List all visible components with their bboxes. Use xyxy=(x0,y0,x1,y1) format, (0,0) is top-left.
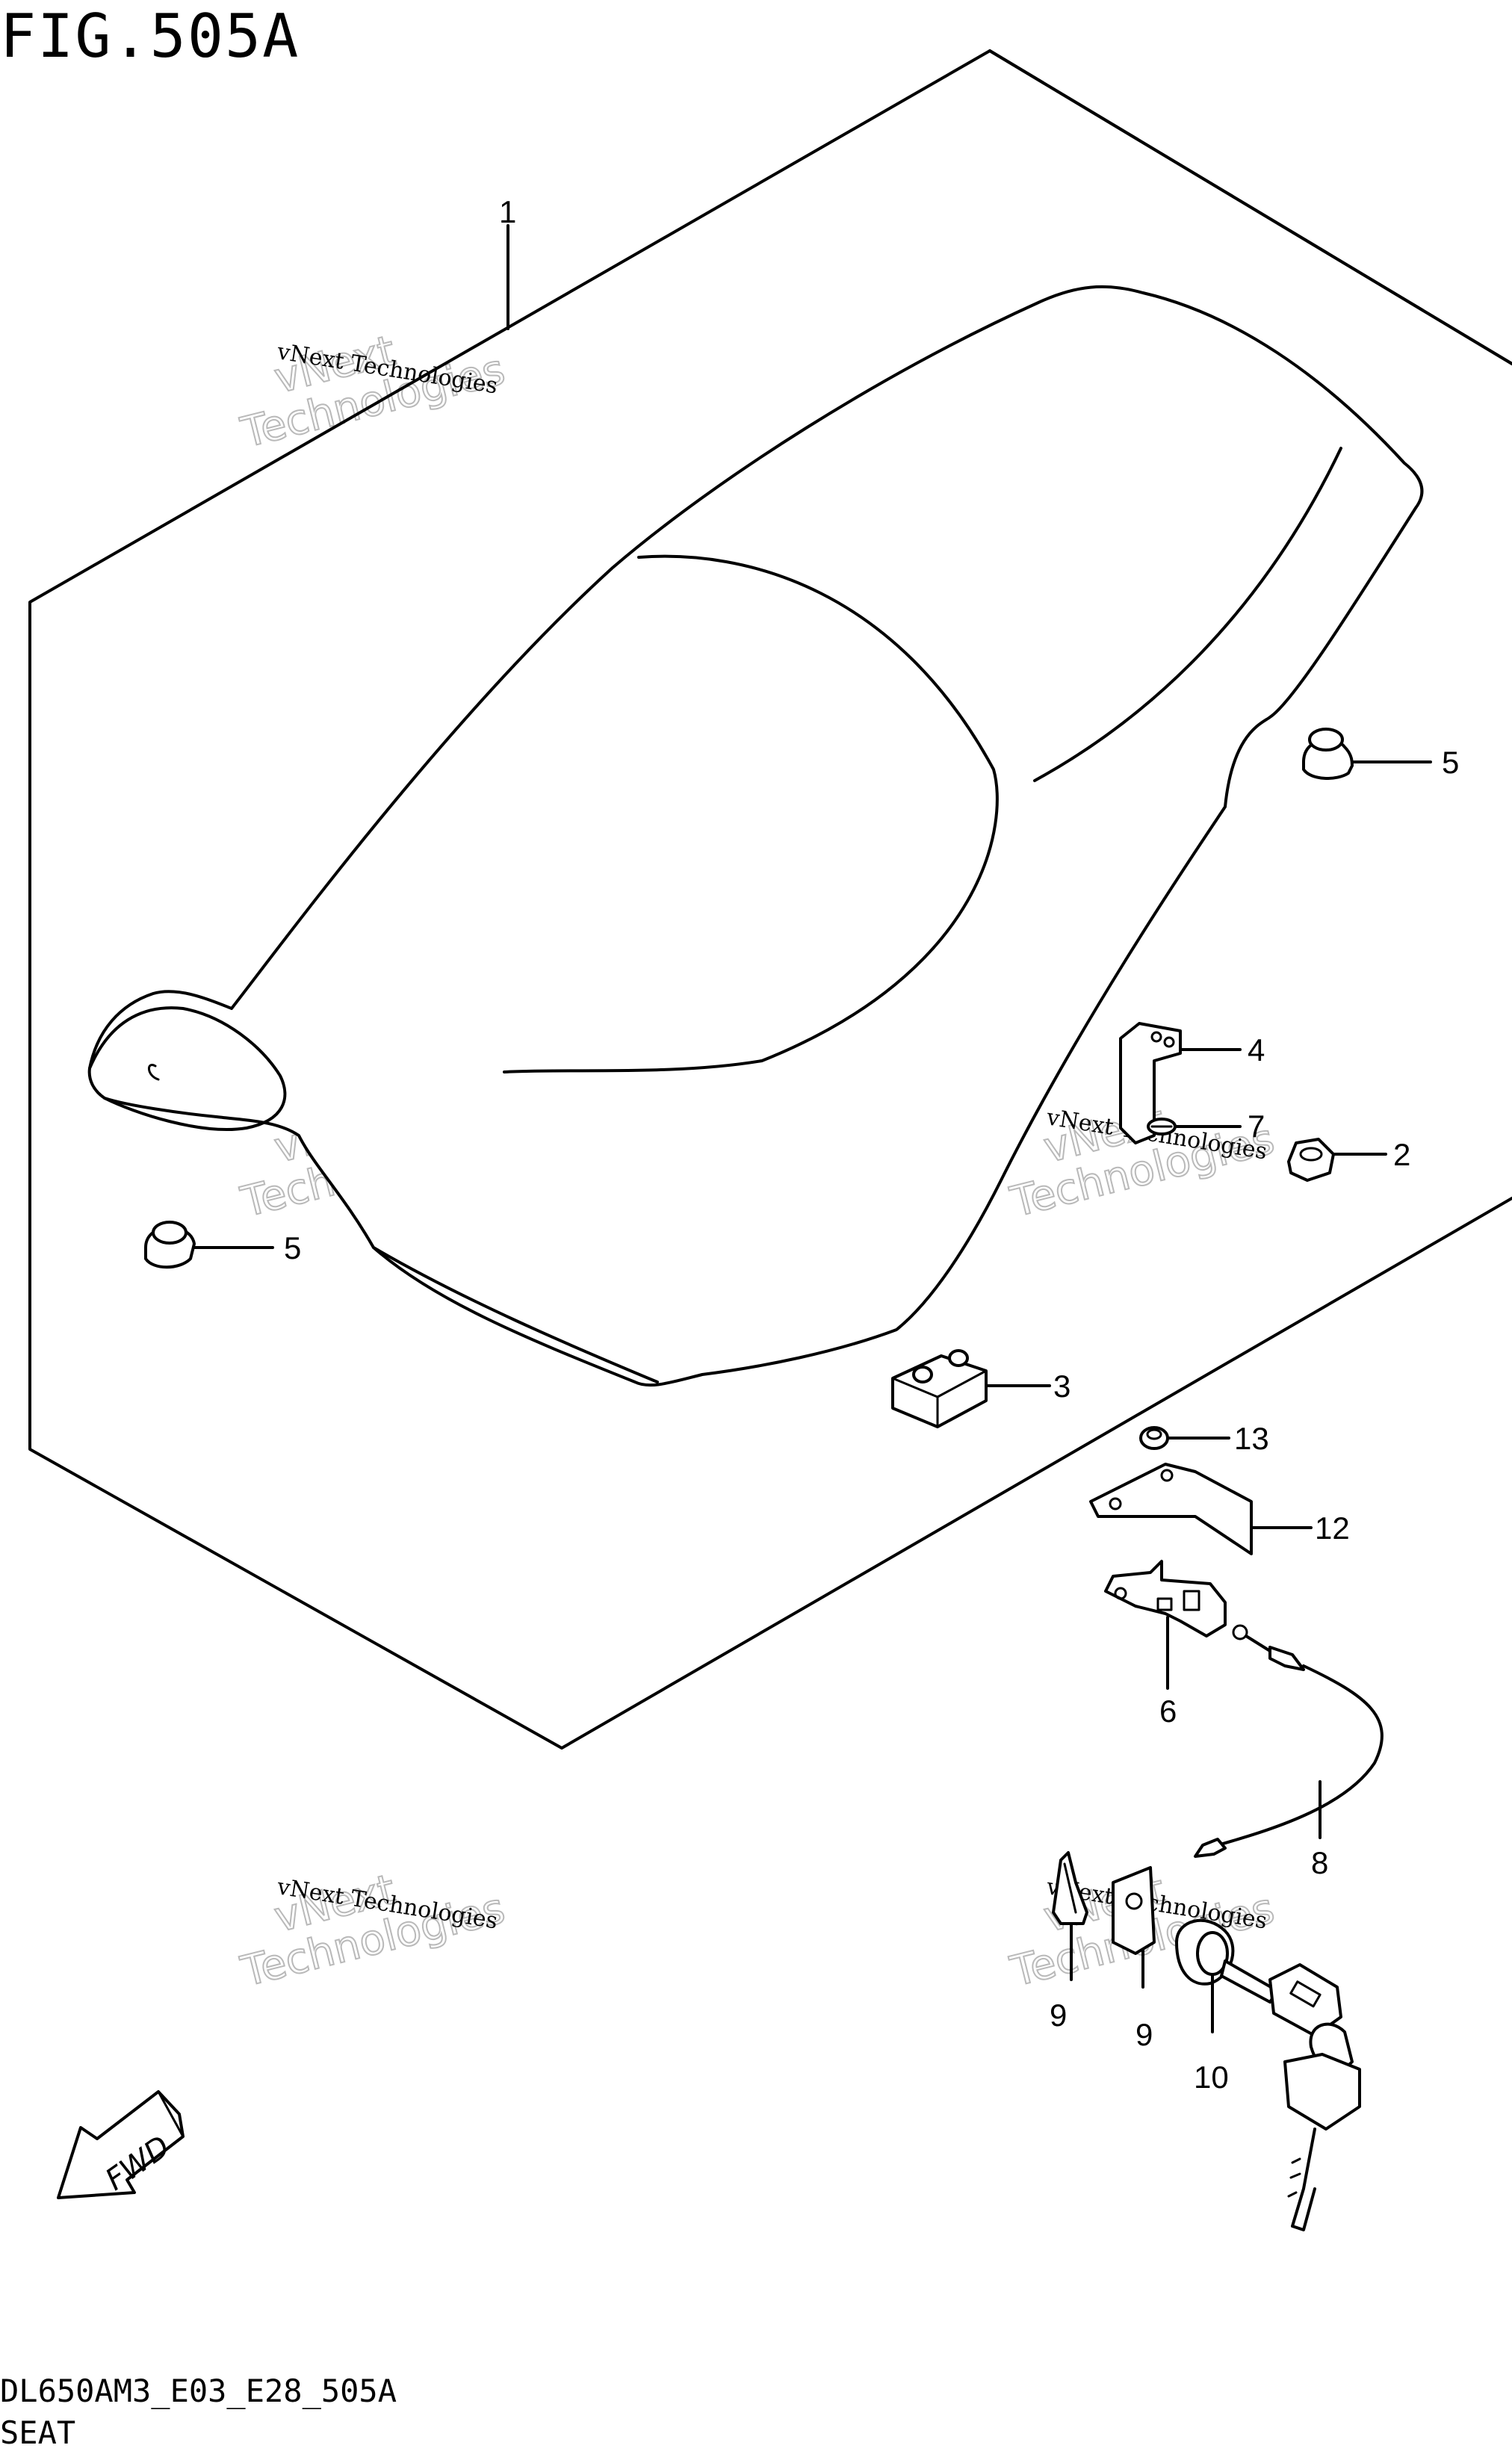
cable-part-8 xyxy=(1194,1624,1384,1858)
callout-10: 9 xyxy=(1050,1998,1067,2033)
seat-front-hook xyxy=(148,1064,160,1081)
assembly-boundary-outline xyxy=(28,49,1512,1750)
callout-6: 7 xyxy=(1248,1109,1265,1144)
callout-13: 13 xyxy=(1234,1421,1269,1456)
cushion-part-5-left xyxy=(144,1221,196,1269)
seat-rear-contour xyxy=(1033,447,1342,782)
callout-2: 2 xyxy=(1393,1137,1410,1172)
seat-bottom-edge xyxy=(372,1246,659,1383)
plate-part-9 xyxy=(1112,1866,1156,1955)
nut-part-13 xyxy=(1139,1426,1169,1450)
seat-part-1 xyxy=(87,285,1424,1387)
figure-title: FIG.505A xyxy=(0,1,300,71)
callout-4: 4 xyxy=(1248,1032,1265,1068)
latch-part-7 xyxy=(1104,1560,1227,1637)
callout-7: 6 xyxy=(1159,1694,1177,1729)
bracket-part-4 xyxy=(1119,1022,1182,1144)
model-code: DL650AM3_E03_E28_505A xyxy=(0,2373,397,2409)
screw-part-6 xyxy=(1147,1118,1177,1135)
callout-12: 12 xyxy=(1315,1510,1350,1546)
cushion-part-5-right xyxy=(1302,728,1354,780)
block-part-3 xyxy=(891,1349,988,1428)
seat-cushion-contour xyxy=(503,554,999,1073)
callout-5-right: 5 xyxy=(1442,745,1459,780)
clip-part-10 xyxy=(1052,1851,1088,1925)
fwd-arrow-icon: FWD xyxy=(57,2090,185,2199)
nut-part-2 xyxy=(1287,1138,1335,1182)
seat-front-scoop xyxy=(88,1006,287,1131)
lock-part-11 xyxy=(1175,1918,1361,2231)
callout-8: 8 xyxy=(1311,1845,1328,1880)
callout-3: 3 xyxy=(1053,1369,1071,1404)
callout-9: 9 xyxy=(1135,2017,1153,2052)
callout-1: 1 xyxy=(499,194,516,229)
figure-subtitle: SEAT xyxy=(0,2414,76,2451)
callout-5-left: 5 xyxy=(284,1230,301,1265)
callout-11: 10 xyxy=(1194,2060,1229,2095)
plate-part-12 xyxy=(1089,1463,1253,1555)
